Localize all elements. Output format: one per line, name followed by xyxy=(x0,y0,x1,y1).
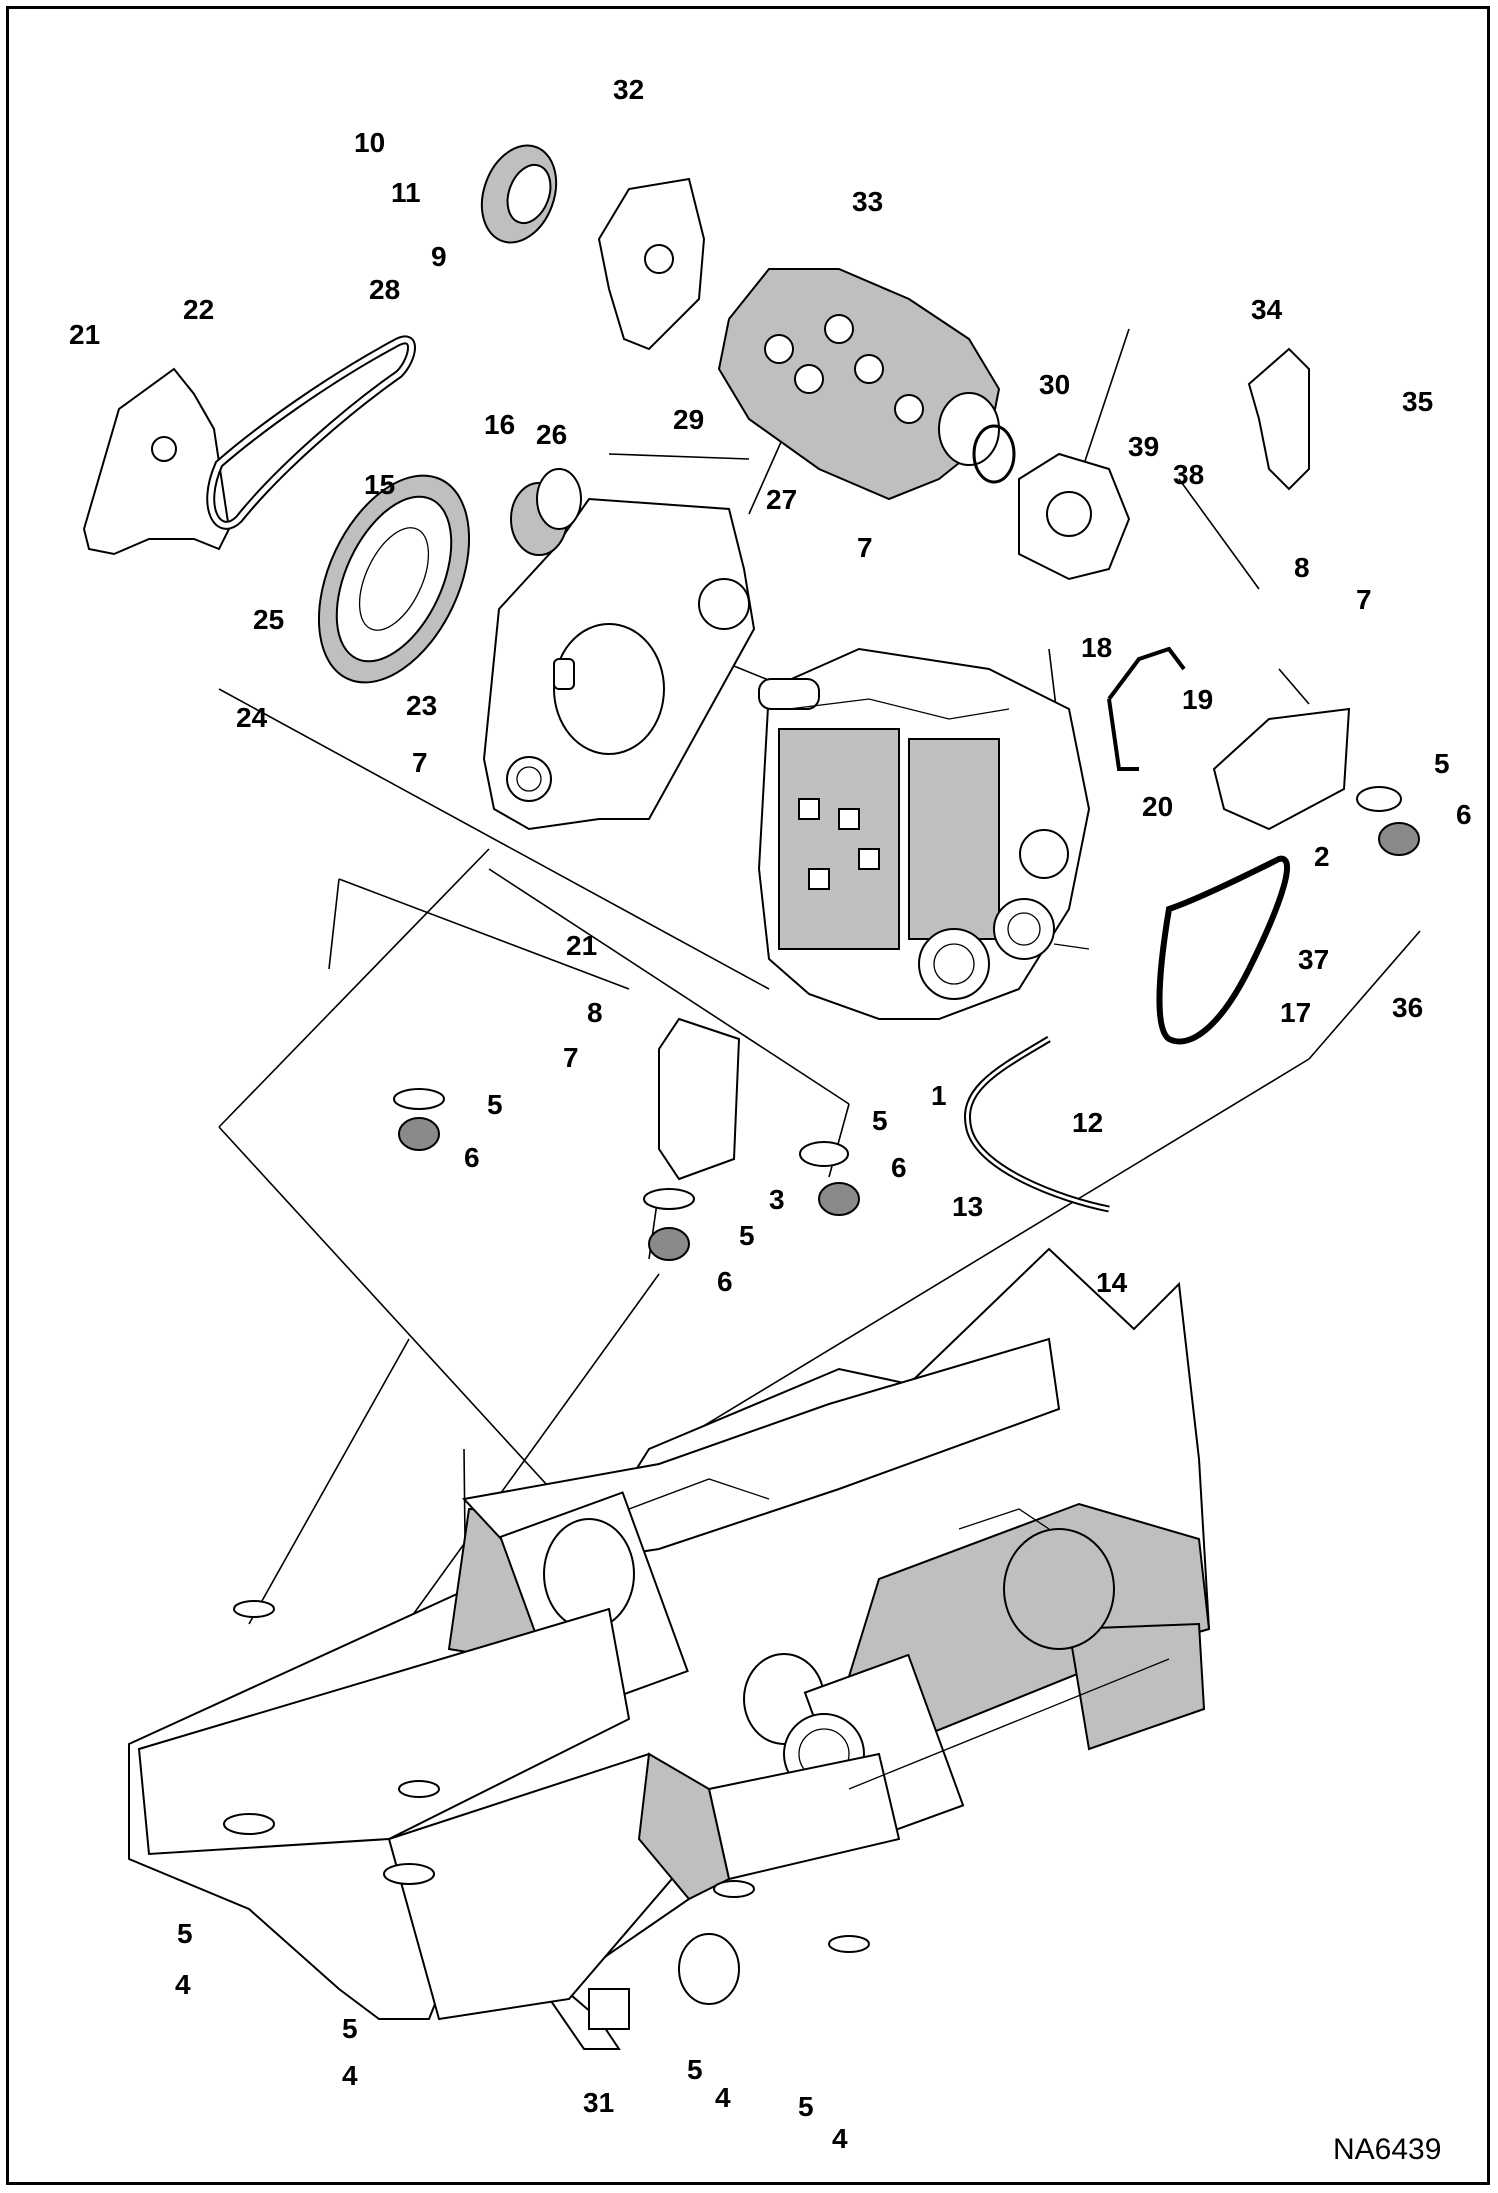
callout-28: 28 xyxy=(369,274,400,305)
idler-pulley xyxy=(510,468,582,556)
callout-6-center: 6 xyxy=(891,1152,907,1183)
hose-13-shape xyxy=(964,1035,1110,1213)
bracket-2-shape xyxy=(1212,707,1351,831)
cover-plate xyxy=(82,367,231,556)
pulley xyxy=(480,144,558,244)
callout-20: 20 xyxy=(1142,791,1173,822)
pump-cover xyxy=(597,177,706,351)
callout-7-right: 7 xyxy=(1356,584,1372,615)
callout-3: 3 xyxy=(769,1184,785,1215)
callout-16: 16 xyxy=(484,409,515,440)
callout-6-right: 6 xyxy=(1456,799,1472,830)
callout-5-left: 5 xyxy=(487,1089,503,1120)
callout-39: 39 xyxy=(1128,431,1159,462)
callout-5-right: 5 xyxy=(1434,748,1450,779)
callout-35: 35 xyxy=(1402,386,1433,417)
callout-31: 31 xyxy=(583,2087,614,2118)
callout-6-left: 6 xyxy=(464,1142,480,1173)
isolators-and-mounts xyxy=(233,786,1420,1953)
bracket-34-shape xyxy=(1247,347,1310,491)
callout-5-frame-d: 5 xyxy=(798,2091,814,2122)
callout-5-center: 5 xyxy=(872,1105,888,1136)
callout-4-frame-c: 4 xyxy=(715,2082,731,2113)
callout-21-top: 21 xyxy=(69,319,100,350)
callout-19: 19 xyxy=(1182,684,1213,715)
callout-15: 15 xyxy=(364,469,395,500)
callout-10: 10 xyxy=(354,127,385,158)
callout-1: 1 xyxy=(931,1080,947,1111)
callout-labels: 32 10 11 9 33 21 22 28 34 30 35 39 38 16… xyxy=(69,74,1472,2154)
exploded-parts-diagram: 32 10 11 9 33 21 22 28 34 30 35 39 38 16… xyxy=(69,74,1472,2166)
engine-block xyxy=(757,647,1091,1020)
callout-5-frame-a: 5 xyxy=(177,1918,193,1949)
callout-6-mid: 6 xyxy=(717,1266,733,1297)
flywheel xyxy=(317,474,471,684)
callout-26: 26 xyxy=(536,419,567,450)
callout-36: 36 xyxy=(1392,992,1423,1023)
callout-7-left: 7 xyxy=(412,747,428,778)
callout-17: 17 xyxy=(1280,997,1311,1028)
callout-14: 14 xyxy=(1096,1267,1128,1298)
callout-5-mid: 5 xyxy=(739,1220,755,1251)
callout-22: 22 xyxy=(183,294,214,325)
callout-23: 23 xyxy=(406,690,437,721)
callout-32: 32 xyxy=(613,74,644,105)
drawing-id: NA6439 xyxy=(1333,2133,1441,2166)
hydraulic-pump-body xyxy=(717,268,1001,501)
callout-8-center: 8 xyxy=(587,997,603,1028)
callout-33: 33 xyxy=(852,186,883,217)
callout-37: 37 xyxy=(1298,944,1329,975)
callout-24: 24 xyxy=(236,702,268,733)
callout-27: 27 xyxy=(766,484,797,515)
drawing-sheet: 32 10 11 9 33 21 22 28 34 30 35 39 38 16… xyxy=(6,6,1490,2185)
callout-7-top: 7 xyxy=(857,532,873,563)
flywheel-housing xyxy=(482,497,756,831)
callout-5-frame-c: 5 xyxy=(687,2054,703,2085)
callout-12: 12 xyxy=(1072,1107,1103,1138)
drive-belt-28 xyxy=(206,335,416,530)
gear-pump xyxy=(972,424,1131,581)
callout-18: 18 xyxy=(1081,632,1112,663)
callout-9: 9 xyxy=(431,241,447,272)
callout-2: 2 xyxy=(1314,841,1330,872)
callout-13: 13 xyxy=(952,1191,983,1222)
callout-38: 38 xyxy=(1173,459,1204,490)
chassis-frame xyxy=(128,1247,1211,2050)
drive-belt-17 xyxy=(1156,855,1290,1045)
callout-4-frame-a: 4 xyxy=(175,1969,191,2000)
bracket-3-shape xyxy=(658,1017,741,1181)
callout-34: 34 xyxy=(1251,294,1283,325)
callout-29: 29 xyxy=(673,404,704,435)
callout-21: 21 xyxy=(566,930,597,961)
callout-7-center: 7 xyxy=(563,1042,579,1073)
callout-30: 30 xyxy=(1039,369,1070,400)
callout-25: 25 xyxy=(253,604,284,635)
bracket-18-shape xyxy=(1107,646,1186,771)
callout-4-frame-d: 4 xyxy=(832,2123,848,2154)
callout-5-frame-b: 5 xyxy=(342,2013,358,2044)
callout-8-right: 8 xyxy=(1294,552,1310,583)
callout-11: 11 xyxy=(391,177,421,208)
callout-4-frame-b: 4 xyxy=(342,2060,358,2091)
